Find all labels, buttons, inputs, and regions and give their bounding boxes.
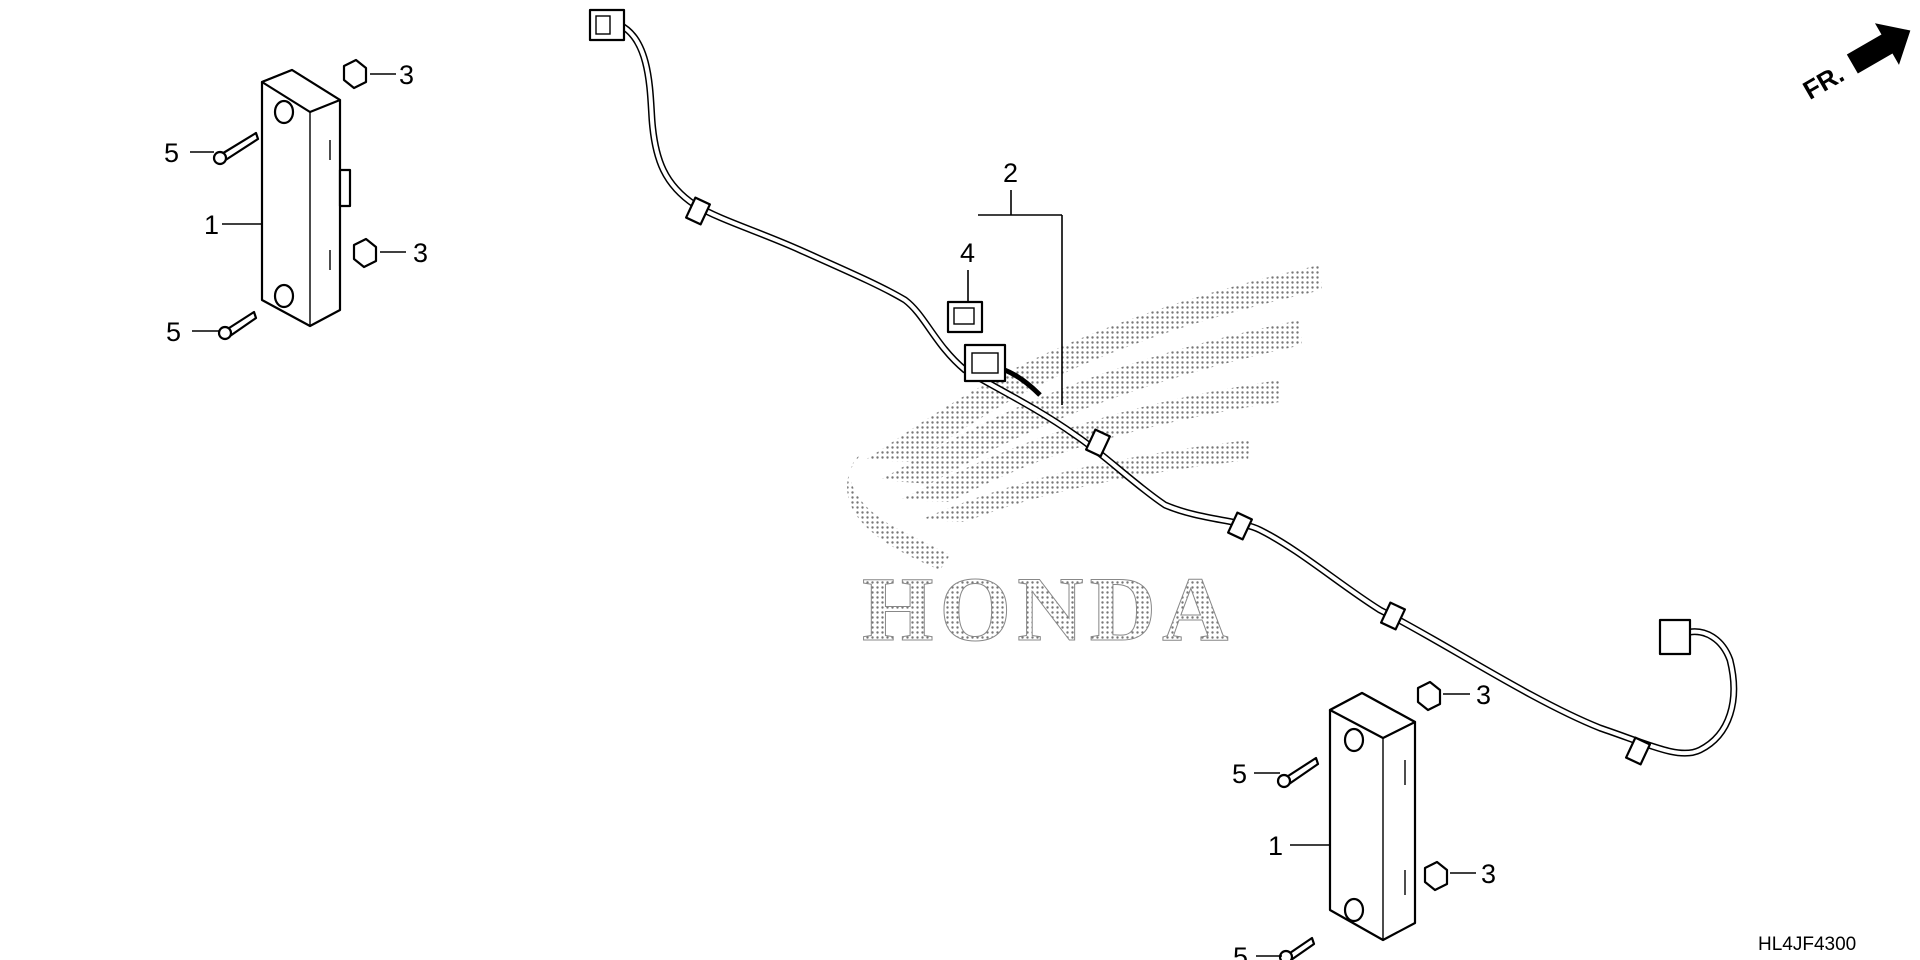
nut-br-mid — [1423, 860, 1449, 892]
diagram-code: HL4JF4300 — [1758, 934, 1856, 955]
callout-3: 3 — [1476, 680, 1491, 710]
callout-3: 3 — [413, 238, 428, 268]
harness-clip — [1380, 601, 1406, 631]
connector-part-4 — [946, 300, 984, 334]
callout-2: 2 — [1003, 158, 1018, 188]
screw-tl-bottom — [217, 310, 258, 341]
callout-1: 1 — [1268, 831, 1283, 861]
nut-tl-top — [342, 58, 368, 90]
nut-tl-mid — [352, 237, 378, 269]
callout-5: 5 — [1233, 942, 1248, 960]
screw-br-bottom — [1278, 936, 1316, 960]
watermark-text: HONDA — [862, 558, 1234, 660]
callout-5: 5 — [166, 317, 181, 347]
callout-5: 5 — [1232, 759, 1247, 789]
harness-clip — [1625, 736, 1651, 766]
harness-clip — [1085, 428, 1111, 458]
callout-3: 3 — [1481, 859, 1496, 889]
screw-tl-top — [212, 131, 260, 166]
front-direction-label: FR. — [1798, 58, 1849, 105]
nut-br-top — [1416, 680, 1442, 712]
wire-harness — [588, 8, 1738, 766]
harness-end-connector — [588, 8, 626, 42]
front-direction-arrow-icon: FR. — [1798, 23, 1911, 105]
honda-wing-logo-watermark: HONDA — [847, 265, 1322, 661]
screw-br-top — [1276, 756, 1320, 789]
callout-4: 4 — [960, 238, 975, 268]
harness-end-connector — [1658, 618, 1692, 656]
harness-clip — [685, 196, 711, 226]
callout-5: 5 — [164, 138, 179, 168]
lamp-top-left — [260, 68, 352, 328]
lamp-bottom-right — [1328, 691, 1417, 942]
leader-lines — [190, 73, 1476, 957]
callout-3: 3 — [399, 60, 414, 90]
harness-connector — [963, 343, 1007, 383]
harness-clip — [1227, 511, 1253, 541]
callout-1: 1 — [204, 210, 219, 240]
